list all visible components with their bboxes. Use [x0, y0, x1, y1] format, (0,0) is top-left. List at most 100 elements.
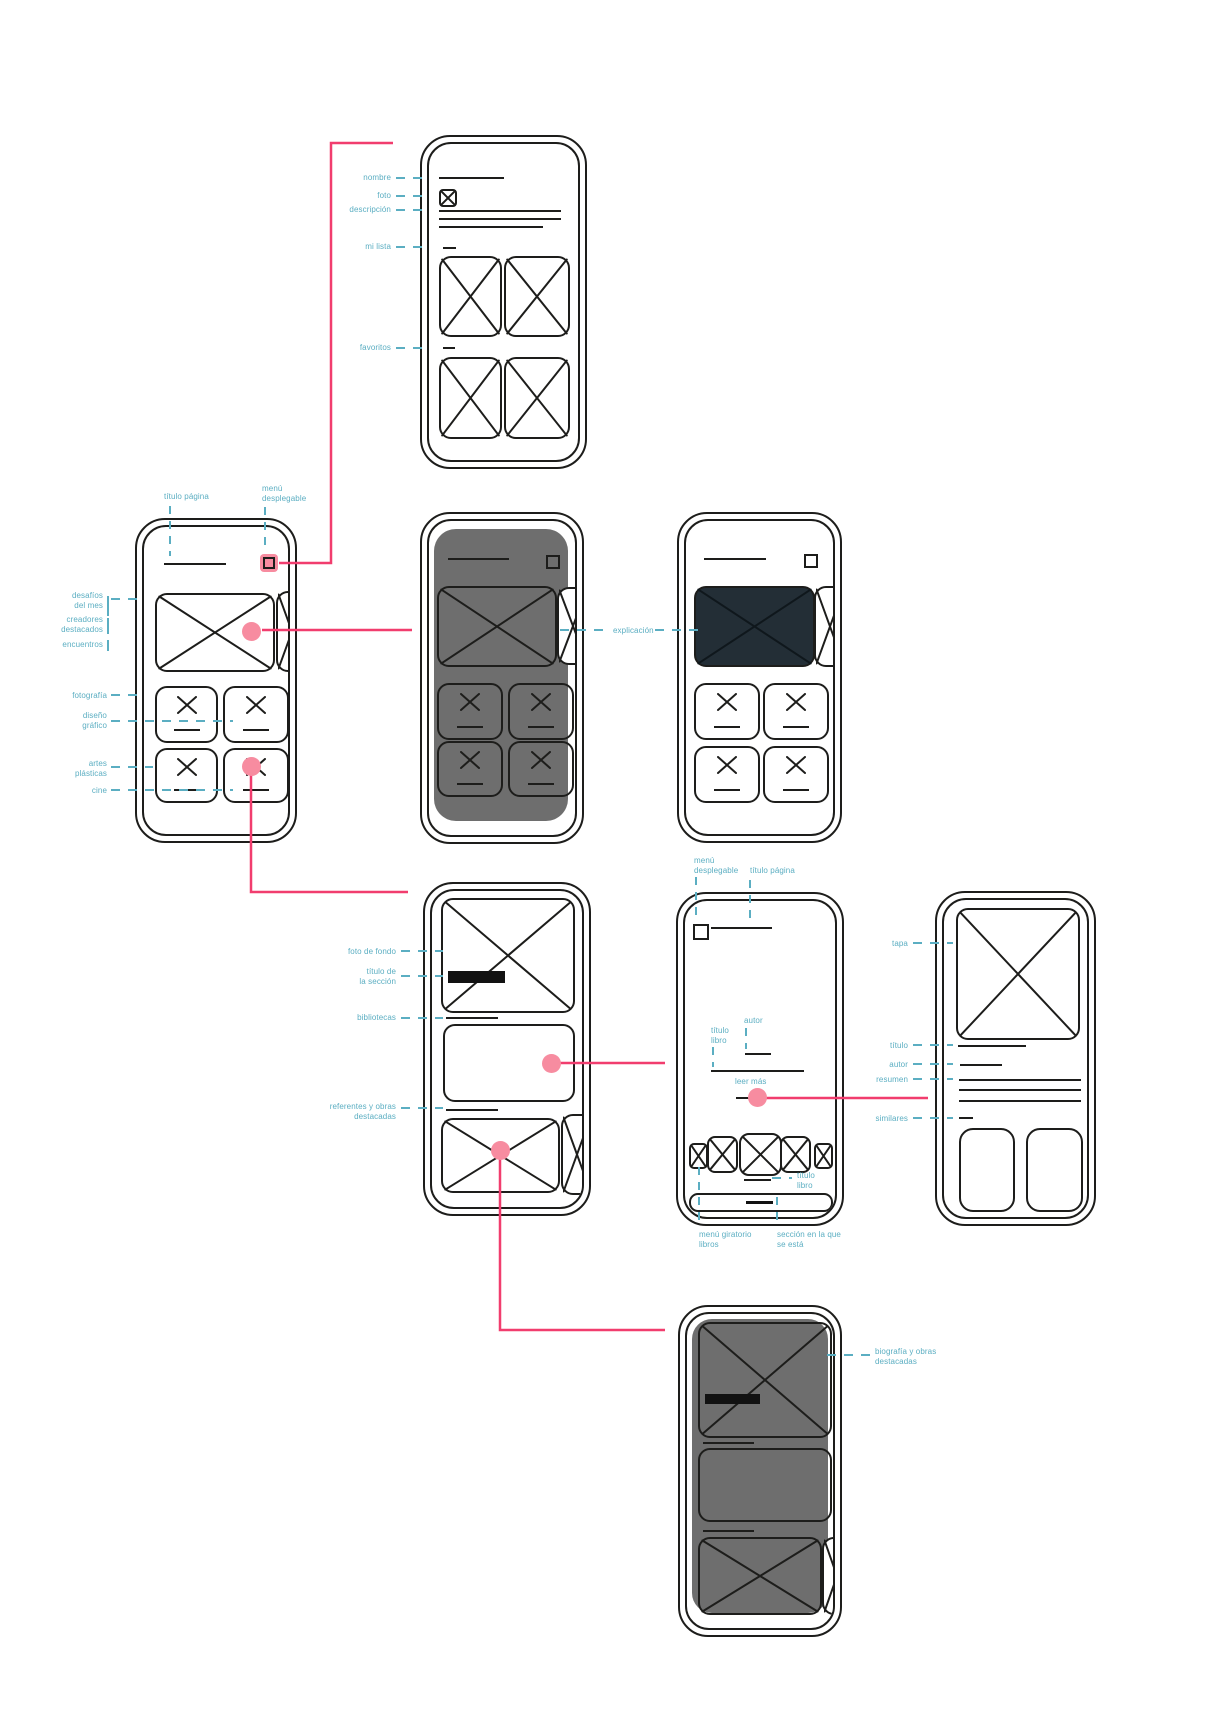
hotspot-menu-square — [260, 554, 278, 572]
x-icon — [460, 751, 480, 769]
x-placeholder-icon — [824, 1539, 835, 1613]
label-menu-desplegable-libro: menú desplegable — [694, 856, 739, 876]
x-icon — [717, 693, 737, 711]
phone-ficha-libro — [935, 891, 1096, 1226]
label-foto: foto — [377, 191, 391, 200]
x-placeholder-icon — [443, 900, 573, 1011]
bio-texto-card — [698, 1448, 832, 1522]
carousel-peek-card — [561, 1114, 584, 1195]
label-diseno: diseño gráfico — [82, 711, 107, 731]
category-tile — [437, 683, 503, 740]
phone-seccion-libros — [423, 882, 591, 1216]
x-icon — [531, 751, 551, 769]
connector-dash-vertical — [745, 1028, 747, 1049]
connector-dash — [913, 1117, 953, 1119]
x-icon — [531, 693, 551, 711]
placeholder-description-line — [439, 210, 561, 212]
label-biografia: biografía y obras destacadas — [875, 1347, 937, 1367]
x-placeholder-icon — [278, 593, 290, 670]
placeholder-description-line — [439, 218, 561, 220]
connector-dash — [913, 1044, 953, 1046]
menu-icon — [804, 554, 818, 568]
carousel-peek-card — [822, 1537, 835, 1615]
x-placeholder-icon — [441, 359, 500, 437]
bio-dim-overlay — [692, 1319, 828, 1613]
connector-dash — [772, 1177, 792, 1179]
favoritos-heading-line — [443, 347, 455, 349]
tile-label-line — [714, 726, 740, 728]
page-title-line — [164, 563, 226, 565]
tile-label-line — [173, 729, 200, 731]
carousel-book-medium — [780, 1136, 811, 1173]
biografia-foto-card — [698, 1322, 832, 1438]
hotspot-tile-dot — [242, 757, 261, 776]
phone-profile-screen — [427, 142, 580, 462]
label-favoritos: favoritos — [359, 343, 391, 352]
phone-profile — [420, 135, 587, 469]
titulo-libro-carrusel-line — [744, 1179, 771, 1181]
label-menu-desplegable: menú desplegable — [262, 484, 307, 504]
label-titulo-pagina: título página — [164, 492, 209, 501]
category-tile — [763, 746, 829, 803]
label-titulo-pagina-libro: título página — [750, 866, 795, 875]
connector-dash — [111, 694, 143, 696]
connector-dash-vertical — [169, 506, 171, 556]
phone-libro-carrusel — [676, 892, 844, 1226]
connector-dash-vertical — [749, 880, 751, 919]
favoritos-item-card — [504, 357, 570, 439]
label-titulo: título — [890, 1041, 908, 1050]
x-placeholder-icon — [439, 588, 555, 665]
x-placeholder-icon — [441, 258, 500, 335]
tapa-card — [956, 908, 1080, 1040]
carousel-peek-card — [276, 591, 290, 672]
connector-dash — [913, 1063, 953, 1065]
category-tile — [763, 683, 829, 740]
seccion-actual-line — [746, 1201, 773, 1204]
x-placeholder-icon — [816, 1145, 831, 1167]
tile-label-line — [457, 783, 483, 785]
x-icon — [460, 693, 480, 711]
menu-icon — [693, 924, 709, 940]
label-tapa: tapa — [892, 939, 908, 948]
tile-label-line — [528, 783, 554, 785]
label-tick — [107, 596, 109, 616]
x-placeholder-icon — [709, 1138, 736, 1171]
x-placeholder-icon — [506, 359, 568, 437]
hotspot-carousel-dot — [242, 622, 261, 641]
label-leer-mas: leer más — [735, 1077, 767, 1086]
profile-photo-icon — [439, 189, 457, 207]
placeholder-description-line — [439, 226, 543, 228]
page-title-line — [711, 927, 772, 929]
carousel-peek-card — [814, 586, 833, 667]
x-icon — [786, 693, 806, 711]
x-placeholder-icon — [559, 589, 577, 663]
phone-seccion-screen — [430, 889, 584, 1209]
label-cine: cine — [91, 786, 107, 795]
connector-dash — [560, 629, 607, 631]
connector-dash — [655, 629, 701, 631]
placeholder-name-line — [439, 177, 504, 179]
label-autor: autor — [889, 1060, 908, 1069]
hotspot-leer-mas-dot — [748, 1088, 767, 1107]
category-tile — [508, 741, 574, 797]
connector-dash — [396, 347, 426, 349]
label-fotografia: fotografía — [72, 691, 107, 700]
phone-explicacion-screen — [684, 519, 835, 836]
label-encuentros: encuentros — [62, 640, 103, 649]
label-nombre: nombre — [363, 173, 391, 182]
category-tile — [694, 683, 760, 740]
label-titulo-seccion: título de la sección — [359, 967, 396, 987]
connector-dash — [396, 246, 426, 248]
label-creadores: creadores destacados — [61, 615, 103, 635]
bibliotecas-heading-line — [446, 1017, 498, 1019]
label-desafios: desafíos del mes — [71, 591, 103, 611]
menu-icon — [263, 557, 275, 569]
tile-label-line — [243, 729, 269, 731]
connector-dash — [827, 1354, 870, 1356]
x-placeholder-icon — [691, 1145, 706, 1167]
connector-dash-vertical — [695, 877, 697, 919]
x-placeholder-icon — [563, 1116, 584, 1193]
label-similares: similares — [875, 1114, 908, 1123]
similares-card — [959, 1128, 1015, 1212]
connector-dash — [401, 1017, 443, 1019]
